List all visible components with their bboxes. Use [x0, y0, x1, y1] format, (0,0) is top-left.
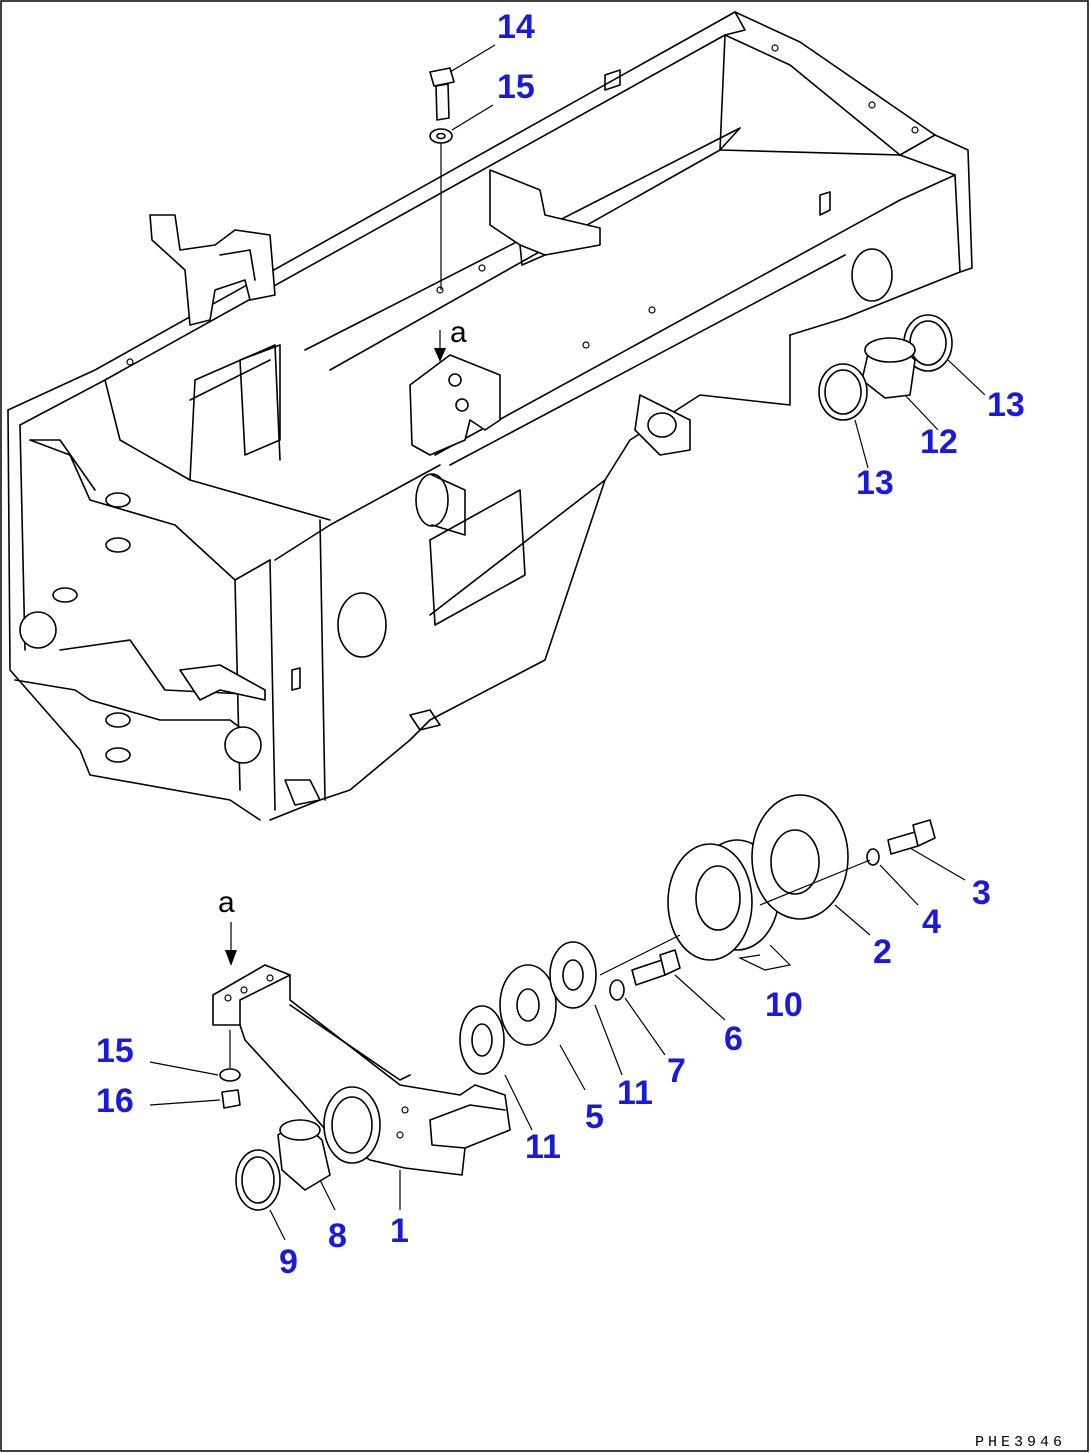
washer-15-upper [429, 128, 453, 144]
callout-5: 5 [585, 1098, 604, 1136]
callout-14: 14 [497, 8, 535, 46]
bushing-12 [861, 337, 916, 399]
seal-9 [235, 1149, 281, 1211]
callout-7: 7 [667, 1052, 686, 1090]
housing-2 [751, 794, 849, 920]
leader-lines [149, 44, 986, 1241]
callout-15-lower: 15 [96, 1032, 134, 1070]
callout-2: 2 [873, 933, 892, 971]
shim-11-right [549, 941, 597, 1009]
callout-16: 16 [96, 1082, 134, 1120]
callout-13-left: 13 [856, 464, 894, 502]
view-a-upper-label: a [450, 316, 467, 349]
bolt-14 [429, 67, 455, 121]
callout-11-right: 11 [617, 1074, 653, 1112]
callout-9: 9 [279, 1243, 298, 1281]
callout-1: 1 [390, 1212, 409, 1250]
nut-16 [221, 1089, 241, 1109]
callouts: 14 15 13 12 13 3 4 2 10 6 7 11 5 11 15 1… [96, 8, 1025, 1281]
washer-4 [866, 848, 880, 866]
washer-7 [609, 979, 625, 1001]
bolt-3 [887, 819, 936, 855]
support-bracket-1 [212, 964, 511, 1176]
callout-11-left: 11 [525, 1128, 561, 1166]
callout-13-right: 13 [987, 386, 1025, 424]
callout-8: 8 [328, 1217, 347, 1255]
view-a-lower: a [218, 886, 237, 966]
view-a-lower-label: a [218, 886, 235, 919]
callout-12: 12 [920, 423, 958, 461]
bushing-8 [277, 1119, 331, 1191]
reference-code: PHE3946 [975, 1434, 1066, 1451]
callout-10: 10 [765, 986, 803, 1024]
shim-11-left [459, 1005, 505, 1075]
washer-15-lower [219, 1068, 241, 1082]
flange-5 [499, 964, 557, 1046]
seal-13-left [818, 363, 868, 421]
callout-6: 6 [724, 1020, 743, 1058]
view-a-upper: a [434, 316, 467, 362]
callout-4: 4 [922, 903, 941, 941]
callout-3: 3 [972, 874, 991, 912]
callout-15-upper: 15 [497, 68, 535, 106]
main-frame [7, 11, 973, 821]
bolt-6 [631, 949, 681, 986]
assembly-axis [599, 859, 871, 976]
